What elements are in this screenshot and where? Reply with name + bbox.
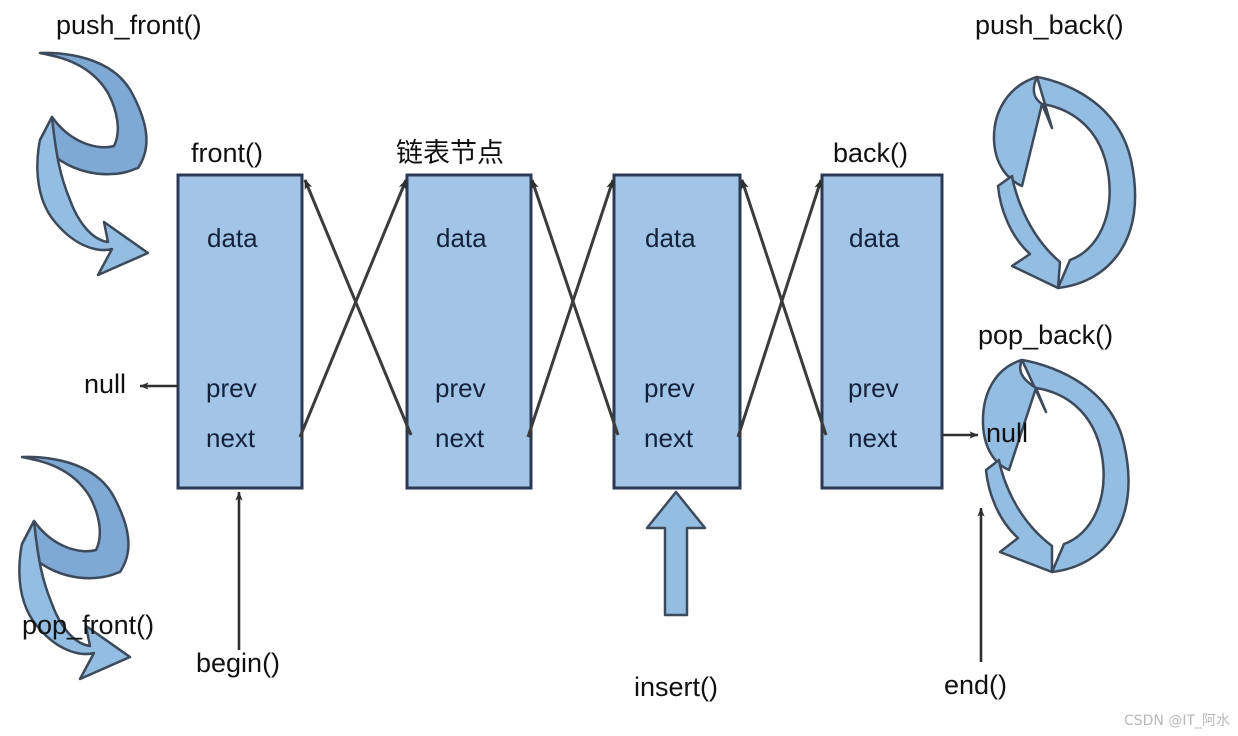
node-3-prev-label: prev xyxy=(644,373,695,403)
csdn-watermark: CSDN @IT_阿水 xyxy=(1123,713,1230,729)
node-2-prev-label: prev xyxy=(435,373,486,403)
pop-back-label: pop_back() xyxy=(978,320,1114,350)
node-4-next-label: next xyxy=(848,423,898,453)
node-1-data-label: data xyxy=(207,223,258,253)
null-label-right: null xyxy=(986,418,1029,448)
node-1-next-label: next xyxy=(206,423,256,453)
push-back-curved-arrow xyxy=(992,75,1137,290)
end-label: end() xyxy=(944,670,1008,700)
insert-label: insert() xyxy=(634,672,719,702)
pop-back-curved-arrow xyxy=(981,358,1130,574)
pointer-link-2-3 xyxy=(526,179,620,438)
node-box-2 xyxy=(405,173,533,490)
node-4-data-label: data xyxy=(849,223,900,253)
node-4-prev-label: prev xyxy=(848,373,899,403)
pop-front-curved-arrow xyxy=(18,455,132,681)
node-2-data-label: data xyxy=(436,223,487,253)
null-label-left: null xyxy=(84,369,127,399)
node-1-prev-label: prev xyxy=(206,373,257,403)
node-3-data-label: data xyxy=(645,223,696,253)
push-back-label: push_back() xyxy=(975,10,1124,40)
push-front-curved-arrow xyxy=(36,51,150,277)
node-3-next-label: next xyxy=(644,423,694,453)
node-2-next-label: next xyxy=(435,423,485,453)
begin-label: begin() xyxy=(196,648,281,678)
linked-list-node-label: 链表节点 xyxy=(396,138,504,169)
pointer-link-1-2 xyxy=(298,179,413,438)
front-accessor-label: front() xyxy=(191,138,264,168)
pointer-link-3-4 xyxy=(736,179,828,438)
push-front-label: push_front() xyxy=(56,10,202,40)
node-box-3 xyxy=(612,173,742,490)
node-box-4 xyxy=(820,173,944,490)
pop-front-label: pop_front() xyxy=(22,610,155,640)
node-box-1 xyxy=(176,173,304,490)
back-accessor-label: back() xyxy=(833,138,909,168)
insert-block-arrow xyxy=(645,490,707,617)
